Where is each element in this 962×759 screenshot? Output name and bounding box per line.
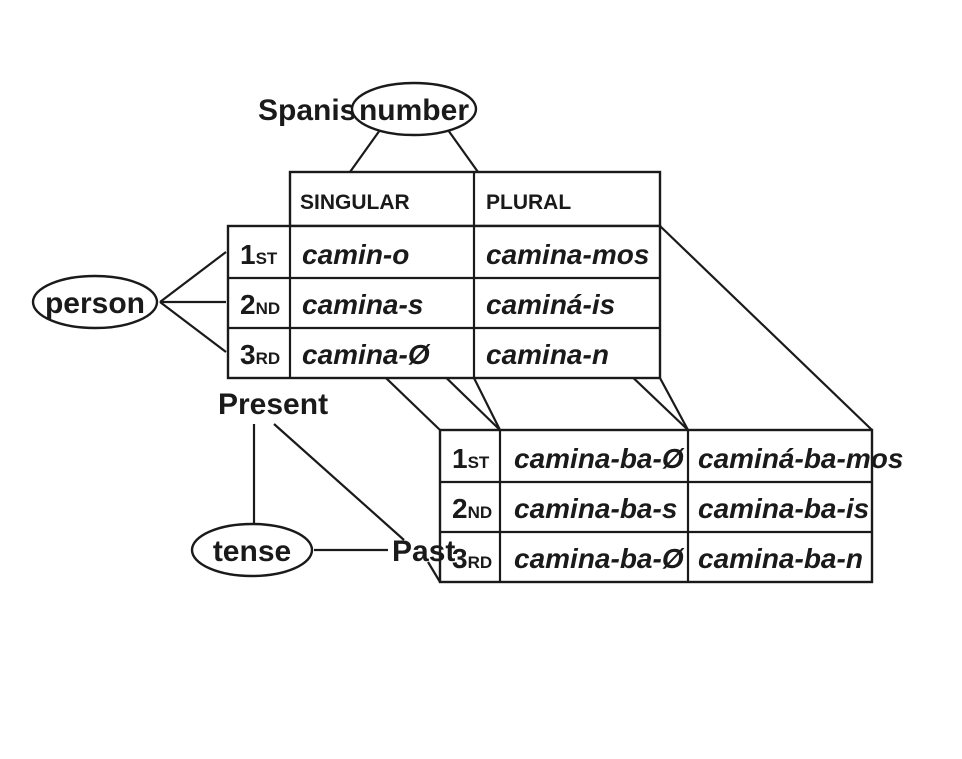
header-singular: SINGULAR <box>300 191 410 214</box>
present-1sg: camin-o <box>302 239 409 270</box>
past-1pl: caminá-ba-mos <box>698 443 903 474</box>
present-to-past <box>273 423 405 541</box>
past-2pl: camina-ba-is <box>698 493 869 524</box>
depth-line-inner-2 <box>659 377 689 431</box>
tense-label: tense <box>213 535 291 568</box>
present-2pl: caminá-is <box>486 289 615 320</box>
past-3pl: camina-ba-n <box>698 543 863 574</box>
past-to-table <box>427 561 441 583</box>
present-table: SINGULAR PLURAL 1ST 2ND 3RD camin-o cami… <box>226 170 662 380</box>
depth-line-inner-1 <box>473 377 501 431</box>
present-3sg: camina-Ø <box>302 339 431 370</box>
depth-line-right-top <box>659 225 873 431</box>
past-1sg: camina-ba-Ø <box>514 443 685 474</box>
present-label: Present <box>218 388 328 421</box>
header-plural: PLURAL <box>486 191 571 214</box>
past-2sg: camina-ba-s <box>514 493 677 524</box>
present-1pl: camina-mos <box>486 239 649 270</box>
tense-ellipse <box>190 522 314 578</box>
present-2sg: camina-s <box>302 289 423 320</box>
person-to-3rd <box>159 301 227 353</box>
present-person-1: 1ST <box>240 239 278 270</box>
past-3sg: camina-ba-Ø <box>514 543 685 574</box>
number-to-plural <box>447 129 479 173</box>
past-person-2: 2ND <box>452 493 492 524</box>
number-to-singular <box>349 129 381 173</box>
past-person-3: 3RD <box>452 543 492 574</box>
person-ellipse <box>31 274 159 330</box>
present-body <box>226 224 662 380</box>
person-label: person <box>45 287 145 320</box>
number-ellipse <box>350 81 478 137</box>
past-label: Past <box>392 535 455 568</box>
present-3pl: camina-n <box>486 339 609 370</box>
past-person-1: 1ST <box>452 443 490 474</box>
past-body <box>438 428 874 584</box>
connectors <box>159 129 479 552</box>
past-table: 1ST 2ND 3RD camina-ba-Ø caminá-ba-mos ca… <box>438 428 903 584</box>
number-label: number <box>359 94 469 127</box>
present-person-2: 2ND <box>240 289 280 320</box>
present-person-3: 3RD <box>240 339 280 370</box>
person-to-1st <box>159 251 227 303</box>
